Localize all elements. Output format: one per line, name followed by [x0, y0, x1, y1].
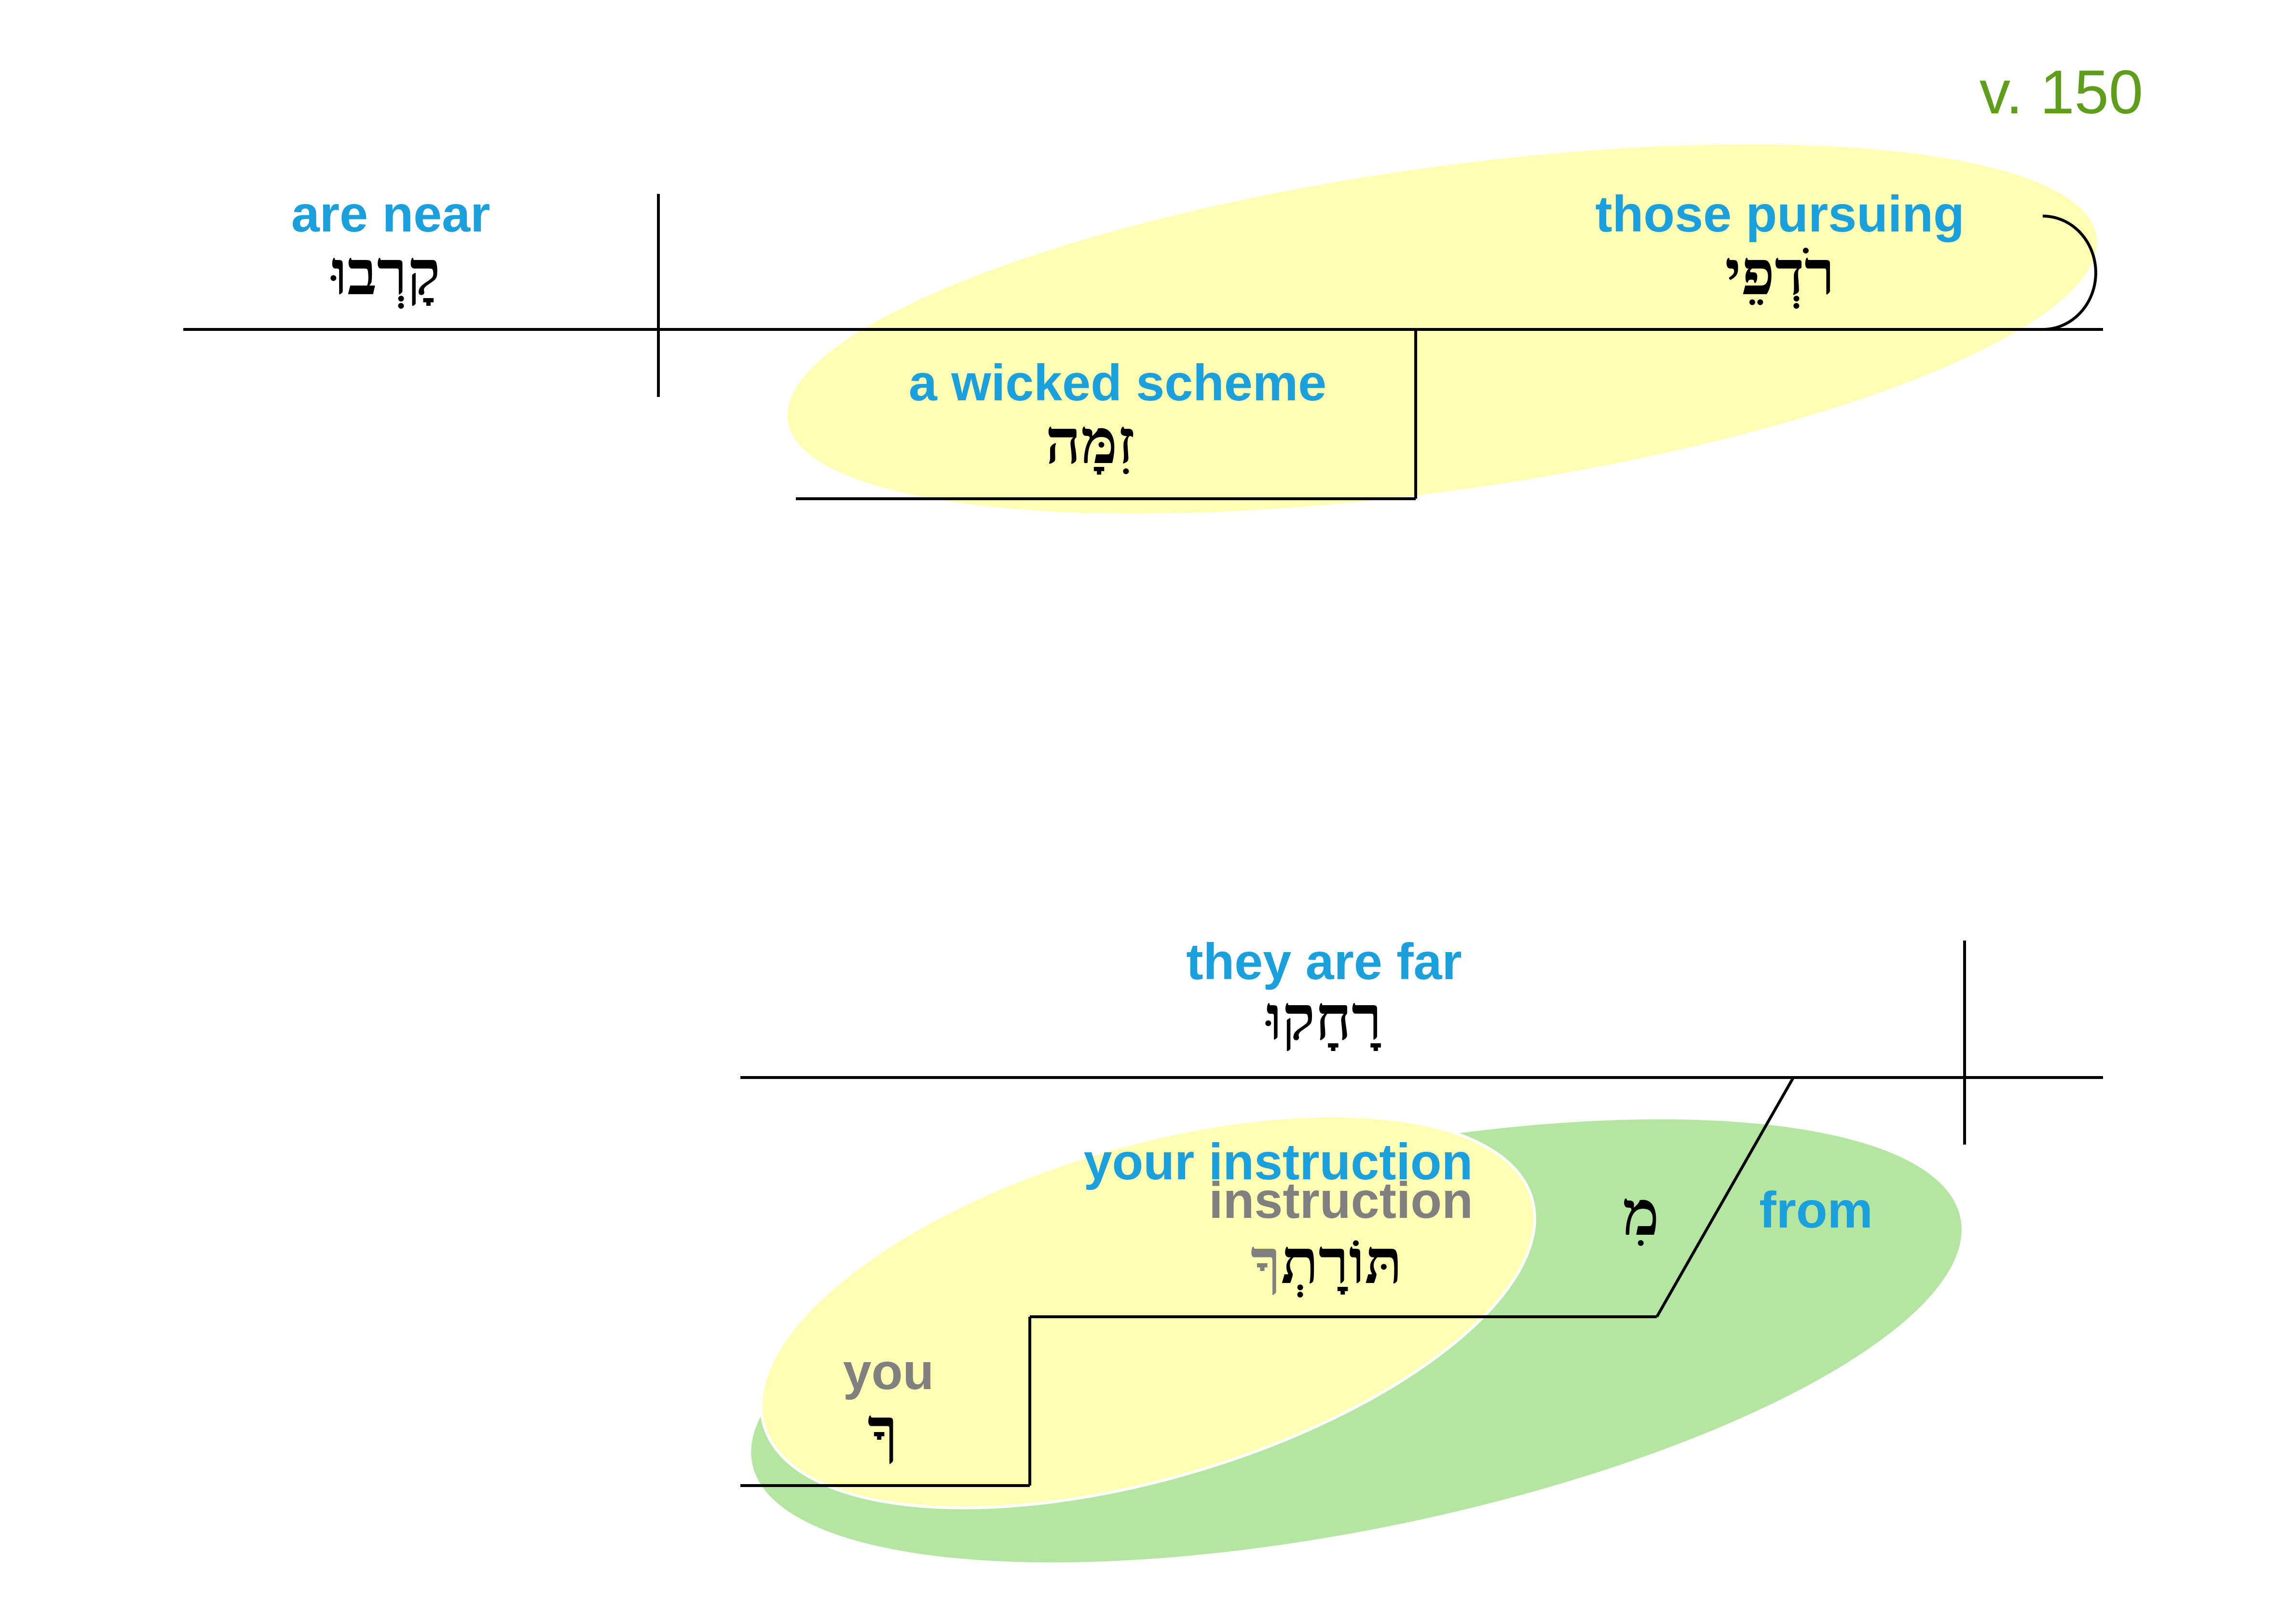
- clause1-modifier-gloss: a wicked scheme: [909, 355, 1326, 411]
- clause1-participle-hook: [2042, 215, 2097, 331]
- clause2-preposition-slant: [1655, 1077, 1795, 1318]
- clause1-modifier-hebrew: זִמָּה: [1045, 406, 1134, 478]
- clause1-subject-gloss: those pursuing: [1595, 186, 1965, 243]
- clause2-preposition-hebrew: מִ: [1623, 1177, 1659, 1250]
- clause2-object-hebrew-main: תּוֹרָתְ: [1281, 1226, 1403, 1298]
- clause1-subject-hebrew: רֹדְפֵי: [1725, 237, 1835, 309]
- clause1-verb-gloss: are near: [291, 186, 491, 243]
- clause2-preposition-gloss: from: [1759, 1182, 1873, 1239]
- clause2-object-hebrew: תּוֹרָתְךָ: [1251, 1226, 1403, 1298]
- clause2-verb-hebrew: רָחָקוּ: [1265, 982, 1382, 1054]
- clause2-phrase-gloss: your instruction: [1084, 1133, 1473, 1190]
- clause2-object-gloss: instruction: [1209, 1172, 1473, 1229]
- clause2-possessor-hebrew: ךָ: [868, 1394, 898, 1467]
- clause1-verb-hebrew: קָרְבוּ: [330, 237, 440, 309]
- clause2-object-hebrew-suffix: ךָ: [1251, 1226, 1281, 1298]
- verse-reference: v. 150: [1979, 58, 2143, 127]
- clause2-verb-gloss: they are far: [1186, 933, 1462, 990]
- yellow-highlight-ellipse-instruction: [760, 1114, 1536, 1510]
- clause2-possessor-gloss: you: [843, 1343, 934, 1400]
